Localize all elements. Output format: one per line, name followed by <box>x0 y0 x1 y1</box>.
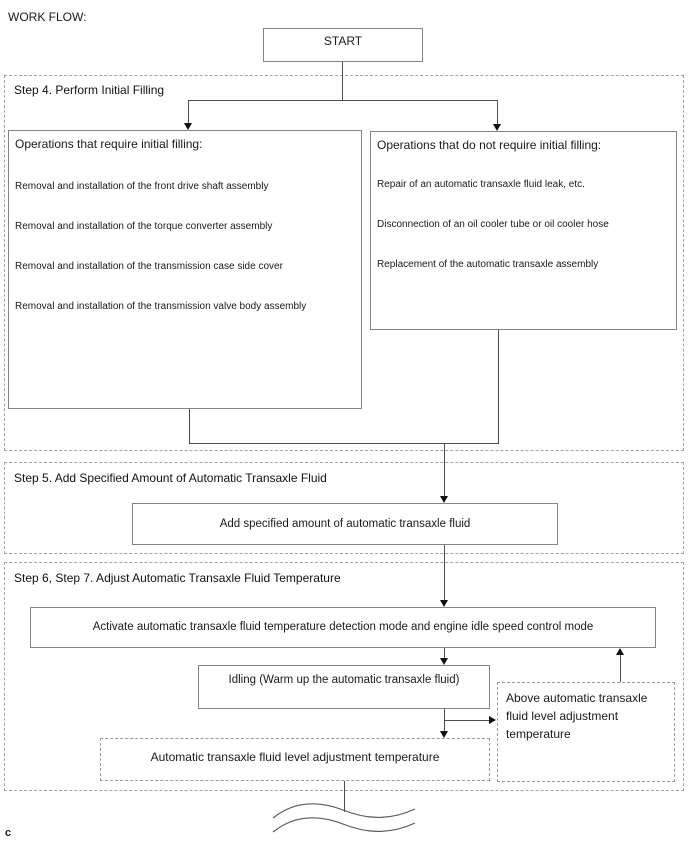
connector-merge-down <box>444 443 445 497</box>
add-fluid-box-label: Add specified amount of automatic transa… <box>219 517 471 530</box>
no-require-item-2: Disconnection of an oil cooler tube or o… <box>377 219 609 230</box>
require-item-2: Removal and installation of the torque c… <box>15 221 273 232</box>
connector-no-require-box-down <box>498 330 499 443</box>
connector-to-no-require-box <box>497 100 498 125</box>
require-item-1: Removal and installation of the front dr… <box>15 181 269 192</box>
no-require-item-1: Repair of an automatic transaxle fluid l… <box>377 179 585 190</box>
figure-label: c <box>5 827 12 839</box>
step4-label: Step 4. Perform Initial Filling <box>14 83 165 97</box>
idling-box-label: Idling (Warm up the automatic transaxle … <box>228 674 460 686</box>
arrowhead-no-require-box <box>493 124 501 131</box>
require-box-heading: Operations that require initial filling: <box>15 137 203 151</box>
connector-idling-branch-right <box>444 720 489 721</box>
above-temperature-box: Above automatic transaxle fluid level ad… <box>497 682 675 782</box>
connector-start-split <box>188 100 498 101</box>
activate-mode-box: Activate automatic transaxle fluid tempe… <box>30 607 656 648</box>
step6-label: Step 6, Step 7. Adjust Automatic Transax… <box>14 571 341 585</box>
arrowhead-above-box <box>489 716 496 724</box>
connector-activate-down <box>444 648 445 659</box>
start-node: START <box>263 28 423 62</box>
step4-container <box>4 75 684 451</box>
no-require-box-heading: Operations that do not require initial f… <box>377 138 602 152</box>
connector-to-require-box <box>188 100 189 124</box>
connector-continuation-down <box>344 781 345 812</box>
arrowhead-require-box <box>184 123 192 130</box>
require-item-4: Removal and installation of the transmis… <box>15 301 307 312</box>
connector-start-down <box>342 62 343 100</box>
connector-merge <box>189 443 499 444</box>
arrowhead-adjustment-box <box>440 731 448 738</box>
connector-add-fluid-down <box>444 545 445 600</box>
connector-require-box-down <box>189 409 190 443</box>
step5-label: Step 5. Add Specified Amount of Automati… <box>14 471 327 485</box>
require-initial-filling-box: Operations that require initial filling:… <box>8 130 362 409</box>
activate-mode-box-label: Activate automatic transaxle fluid tempe… <box>92 621 594 633</box>
no-require-initial-filling-box: Operations that do not require initial f… <box>370 131 677 330</box>
page-break-squiggle <box>272 803 416 833</box>
no-require-item-3: Replacement of the automatic transaxle a… <box>377 259 599 270</box>
arrowhead-idling-box <box>440 658 448 665</box>
step5-container <box>4 462 684 554</box>
idling-box: Idling (Warm up the automatic transaxle … <box>198 665 490 709</box>
arrowhead-add-fluid-box <box>440 496 448 503</box>
add-fluid-box: Add specified amount of automatic transa… <box>132 503 558 545</box>
above-temperature-box-label: Above automatic transaxle fluid level ad… <box>506 691 648 741</box>
start-node-label: START <box>323 34 363 48</box>
arrowhead-activate-box <box>440 600 448 607</box>
adjustment-temperature-box: Automatic transaxle fluid level adjustme… <box>100 738 490 781</box>
arrowhead-return-activate-box <box>616 648 624 655</box>
require-item-3: Removal and installation of the transmis… <box>15 261 283 272</box>
connector-above-box-up <box>620 654 621 682</box>
adjustment-temperature-box-label: Automatic transaxle fluid level adjustme… <box>150 750 440 764</box>
page-title: WORK FLOW: <box>8 10 87 24</box>
